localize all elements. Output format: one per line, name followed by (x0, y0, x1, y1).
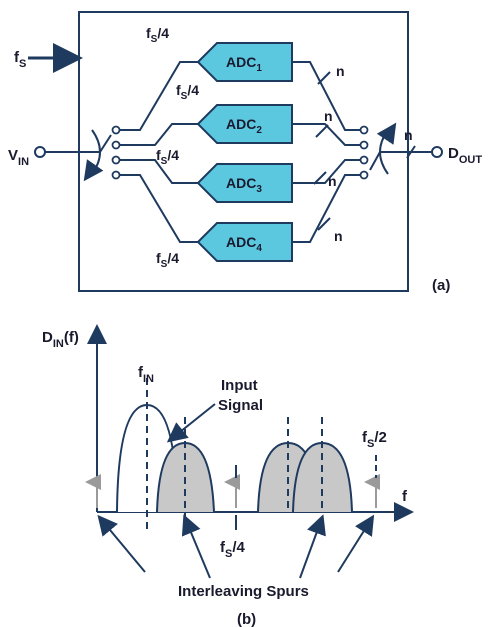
adc-1-label: ADC1 (226, 54, 262, 74)
spur-pointer (181, 514, 211, 579)
bus-slash (317, 217, 331, 231)
vin-terminal (34, 146, 46, 158)
diagram-b: DIN(f) f fIN fS/4 fS/2 Input Signal Inte… (42, 324, 414, 627)
spur-pointer (97, 514, 146, 573)
bus-width-label: n (324, 108, 333, 124)
adc-3-block: ADC3 (196, 163, 293, 203)
adc-1-clock-label: fS/4 (146, 25, 169, 45)
x-axis-label: f (402, 488, 408, 505)
dout-label: DOUT (448, 145, 482, 166)
fs2-label: fS/2 (362, 429, 387, 450)
adc-1-block: ADC1 (196, 42, 293, 82)
fs4-label: fS/4 (220, 539, 246, 560)
interleaving-spurs-label: Interleaving Spurs (178, 583, 309, 600)
bus-width-label: n (336, 63, 345, 79)
vin-label: VIN (8, 147, 29, 168)
diagram-a: fS VIN n DOUT (8, 11, 482, 294)
bus-slash (313, 171, 327, 185)
fs-input-label: fS (14, 49, 26, 70)
panel-b-label: (b) (237, 611, 256, 627)
bus-slash (317, 71, 331, 85)
dout-terminal (431, 146, 443, 158)
adc-4-clock-label: fS/4 (156, 250, 179, 270)
bus-width-label: n (334, 228, 343, 244)
dout-bus-width: n (404, 127, 413, 143)
spur-pointer (299, 514, 326, 579)
adc-4-label: ADC4 (226, 234, 262, 254)
adc-3-clock-label: fS/4 (156, 147, 179, 167)
bus-slash (315, 124, 329, 138)
input-signal-pointer (166, 403, 216, 443)
dout-bus-slash (406, 145, 416, 159)
input-signal-label-line2: Signal (218, 397, 263, 414)
adc-4-block: ADC4 (196, 222, 293, 262)
panel-a-label: (a) (432, 277, 450, 294)
fin-label: fIN (138, 364, 154, 385)
adc-2-label: ADC2 (226, 116, 262, 136)
y-axis-label: DIN(f) (42, 329, 79, 350)
input-signal-label-line1: Input (221, 377, 258, 394)
spur-pointer (337, 514, 375, 573)
adc-2-clock-label: fS/4 (176, 82, 199, 102)
adc-3-label: ADC3 (226, 175, 262, 195)
adc-2-block: ADC2 (196, 104, 293, 144)
bus-width-label: n (328, 173, 337, 189)
